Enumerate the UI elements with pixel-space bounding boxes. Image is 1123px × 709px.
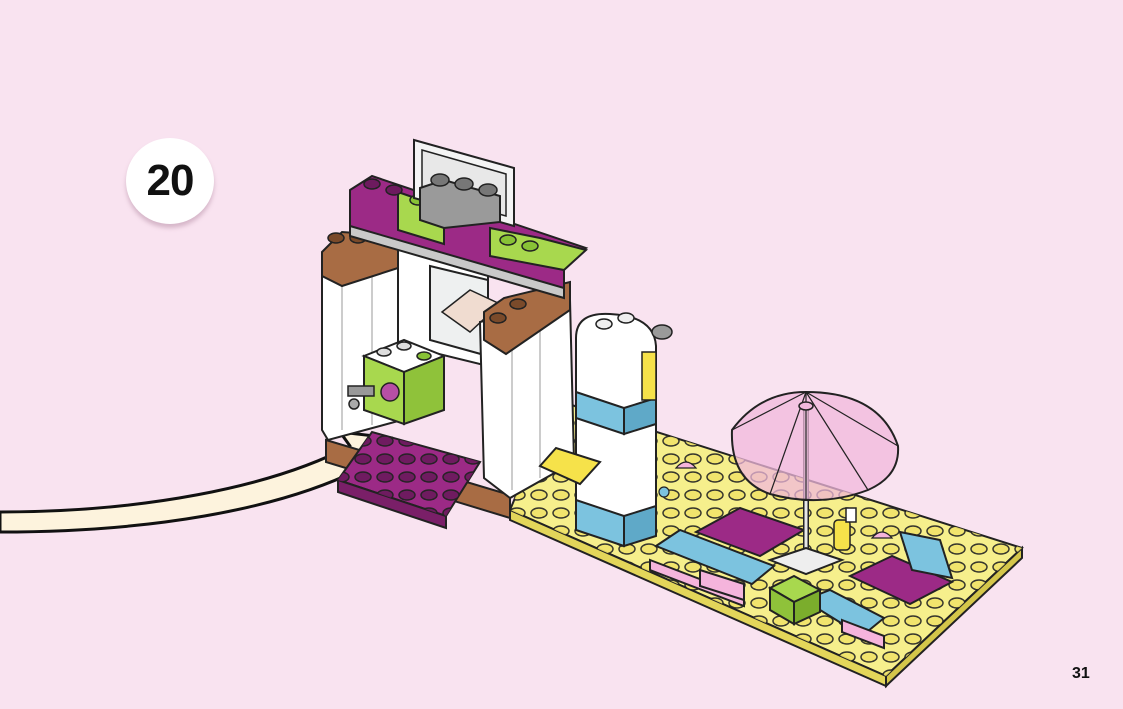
page-number: 31 [1072,665,1090,683]
roof-sign [414,140,514,228]
